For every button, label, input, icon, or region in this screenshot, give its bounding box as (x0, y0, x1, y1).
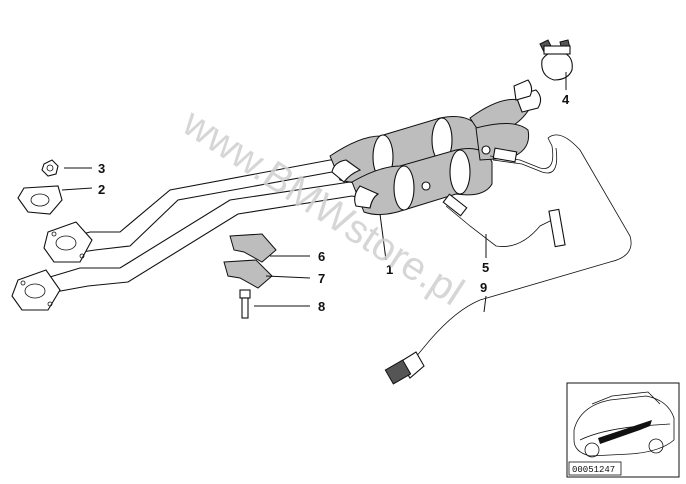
callout-9[interactable]: 9 (480, 280, 487, 295)
exhaust-clamp[interactable] (539, 39, 573, 81)
callout-8[interactable]: 8 (318, 299, 325, 314)
bracket-lower[interactable] (223, 259, 273, 289)
callout-6[interactable]: 6 (318, 249, 325, 264)
nut-part[interactable] (41, 159, 59, 177)
bolt-part[interactable] (239, 289, 251, 319)
callout-5[interactable]: 5 (482, 260, 489, 275)
front-pipe-assembly[interactable] (11, 159, 366, 311)
bracket-upper[interactable] (229, 233, 277, 263)
diagram-id: 00051247 (572, 465, 615, 475)
callout-2[interactable]: 2 (98, 182, 105, 197)
leader-lines (61, 72, 567, 313)
gasket-part[interactable] (17, 185, 63, 215)
callout-1[interactable]: 1 (386, 262, 393, 277)
vehicle-locator-inset: 00051247 (566, 382, 680, 478)
callout-4[interactable]: 4 (562, 92, 570, 107)
catalytic-converter-assembly[interactable] (329, 79, 542, 216)
callout-7[interactable]: 7 (318, 271, 325, 286)
callout-3[interactable]: 3 (98, 161, 105, 176)
oxygen-sensor-cables[interactable] (384, 134, 632, 385)
